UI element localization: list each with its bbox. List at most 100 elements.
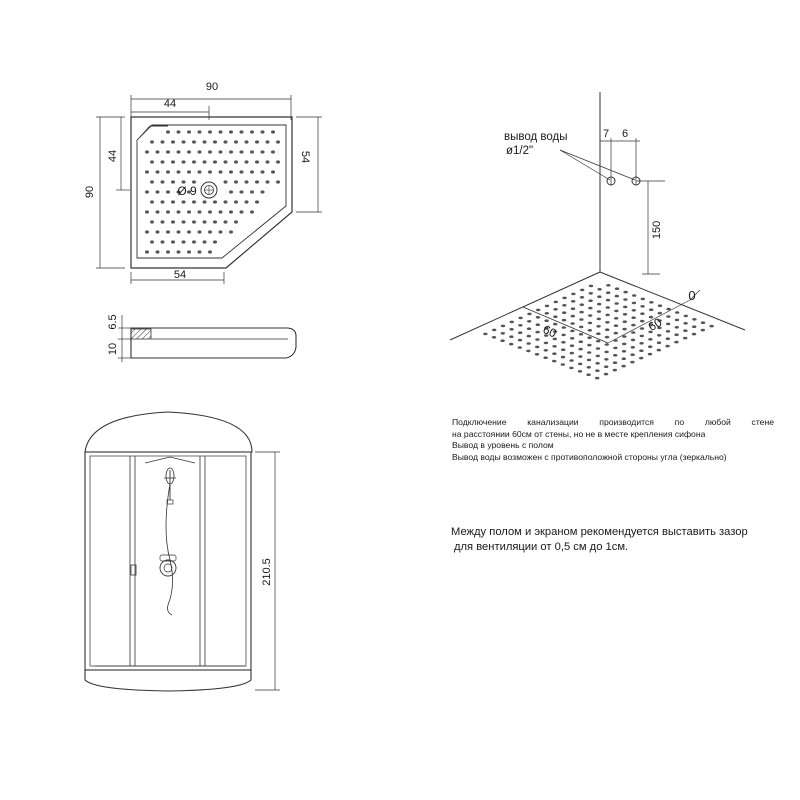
texture-dot <box>176 230 181 234</box>
texture-dot <box>552 337 557 341</box>
texture-dot <box>588 292 593 295</box>
texture-dot <box>223 220 228 224</box>
texture-dot <box>150 240 154 244</box>
texture-dot <box>623 290 628 294</box>
texture-dot <box>509 342 514 346</box>
texture-dot <box>518 331 523 335</box>
texture-dot <box>181 140 186 144</box>
tray-depth-label: 90 <box>84 186 96 198</box>
texture-dot <box>166 210 170 214</box>
texture-dot <box>535 323 540 327</box>
texture-dot <box>552 359 557 363</box>
texture-dot <box>260 150 265 154</box>
texture-dot <box>622 327 627 331</box>
texture-dot <box>578 347 583 351</box>
texture-dot <box>588 314 593 317</box>
texture-dot <box>509 320 514 324</box>
texture-dot <box>561 318 567 322</box>
texture-dot <box>544 326 549 330</box>
texture-dot <box>674 326 679 329</box>
texture-dot <box>648 330 653 334</box>
texture-dot <box>579 325 584 329</box>
texture-dot <box>597 302 602 306</box>
texture-dot <box>500 324 506 328</box>
mixer-icon <box>159 559 177 577</box>
texture-dot <box>604 335 610 339</box>
shower-hose <box>165 483 173 616</box>
texture-dot <box>605 321 610 324</box>
texture-dot <box>605 306 610 309</box>
texture-dot <box>640 319 645 323</box>
texture-dot <box>176 170 181 174</box>
texture-dot <box>640 305 645 308</box>
texture-dot <box>603 372 609 376</box>
texture-dot <box>271 150 275 154</box>
texture-dot <box>587 351 592 354</box>
texture-dot <box>171 180 175 184</box>
texture-dot <box>709 324 714 328</box>
texture-dot <box>630 346 635 349</box>
texture-dot <box>223 140 228 144</box>
texture-dot <box>612 361 618 365</box>
texture-dot <box>244 160 249 164</box>
texture-dot <box>640 297 645 301</box>
texture-dot <box>535 316 541 319</box>
texture-dot <box>145 190 149 194</box>
texture-dot <box>155 190 160 194</box>
texture-dot <box>213 160 217 164</box>
ventilation-line-2: для вентиляции от 0,5 см до 1см. <box>454 541 629 553</box>
texture-dot <box>176 210 181 214</box>
texture-dot <box>604 358 609 361</box>
texture-dot <box>665 344 670 348</box>
texture-dot <box>587 329 592 332</box>
cabin-height-label: 210.5 <box>261 558 273 586</box>
inner-depth-dimension <box>116 117 130 191</box>
tray-profile-view <box>118 315 297 362</box>
texture-dot <box>218 130 223 134</box>
texture-dot <box>202 220 207 224</box>
tray-inner-rim <box>136 124 287 259</box>
texture-dot <box>536 308 541 312</box>
texture-dot <box>160 240 165 244</box>
texture-dot <box>250 170 254 174</box>
note-line-4: Вывод воды возможен с противоположной ст… <box>452 451 727 462</box>
texture-dot <box>597 295 602 299</box>
texture-dot <box>250 190 254 194</box>
texture-dot <box>197 210 202 214</box>
texture-dot <box>639 349 644 353</box>
texture-dot <box>614 317 619 320</box>
texture-dot <box>631 309 636 312</box>
texture-dot <box>648 338 653 341</box>
texture-dot <box>160 180 165 184</box>
texture-dot <box>639 327 645 330</box>
texture-dot <box>571 300 576 303</box>
texture-dot <box>552 330 558 333</box>
texture-dot <box>580 288 585 292</box>
texture-dot <box>171 220 175 224</box>
outlet-size-label: ø1/2" <box>506 145 533 157</box>
texture-dot <box>250 130 254 134</box>
texture-dot <box>561 326 566 329</box>
texture-dot <box>197 250 202 254</box>
texture-dot <box>639 356 644 360</box>
texture-dot <box>239 210 244 214</box>
texture-dot <box>570 314 575 318</box>
texture-dot <box>571 292 576 296</box>
texture-dot <box>586 358 592 362</box>
texture-dot <box>218 170 223 174</box>
texture-dot <box>166 170 170 174</box>
texture-dot <box>192 220 196 224</box>
texture-dot <box>577 370 583 373</box>
texture-dot <box>150 220 154 224</box>
texture-dot <box>491 336 497 339</box>
texture-dot <box>595 347 601 350</box>
texture-dot <box>561 348 566 352</box>
texture-dot <box>187 170 191 174</box>
texture-dot <box>613 331 618 335</box>
texture-dot <box>223 160 228 164</box>
texture-dot <box>181 180 186 184</box>
texture-dot <box>197 130 202 134</box>
texture-dot <box>657 304 663 308</box>
texture-dot <box>613 354 618 357</box>
texture-dot <box>578 340 583 344</box>
